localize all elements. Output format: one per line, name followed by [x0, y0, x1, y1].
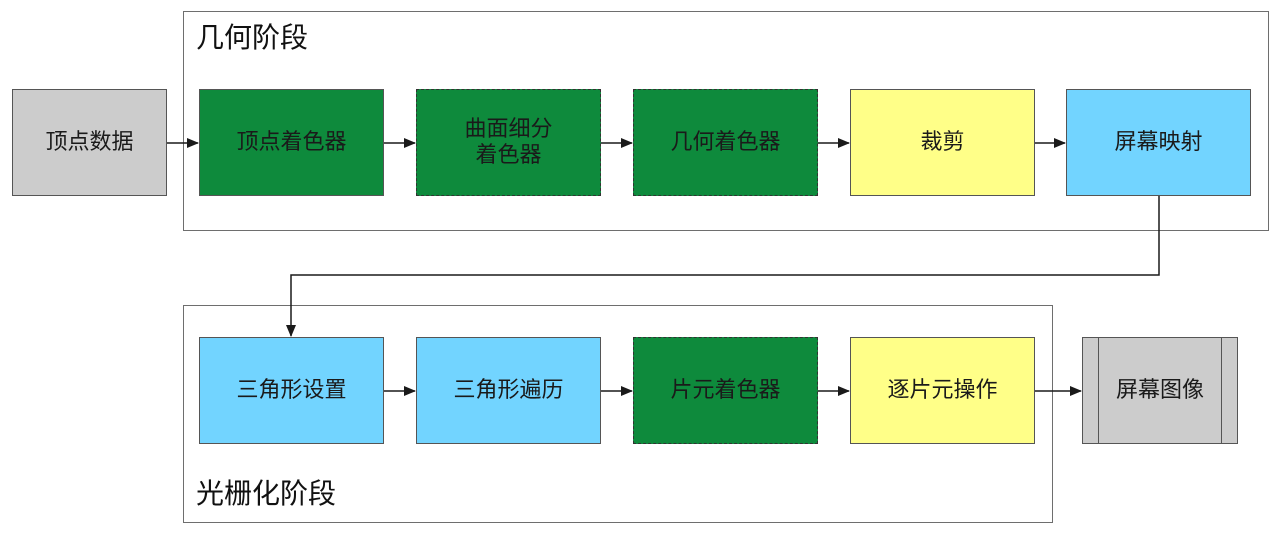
screen-mapping-node[interactable]: 屏幕映射: [1066, 89, 1251, 196]
screen-image-right-bar: [1221, 338, 1222, 443]
vertex-shader-node[interactable]: 顶点着色器: [199, 89, 384, 196]
fragment-shader-node[interactable]: 片元着色器: [633, 337, 818, 444]
geometry-shader-node[interactable]: 几何着色器: [633, 89, 818, 196]
screen-image-left-bar: [1098, 338, 1099, 443]
tessellation-shader-node[interactable]: 曲面细分 着色器: [416, 89, 601, 196]
vertex-data-label: 顶点数据: [45, 129, 134, 155]
per-fragment-ops-label: 逐片元操作: [887, 377, 998, 403]
fragment-shader-label: 片元着色器: [670, 377, 781, 403]
geometry-stage-title: 几何阶段: [196, 21, 309, 54]
screen-image-label: 屏幕图像: [1115, 377, 1204, 403]
triangle-setup-label: 三角形设置: [236, 377, 347, 403]
tessellation-shader-label: 曲面细分 着色器: [464, 116, 553, 168]
triangle-setup-node[interactable]: 三角形设置: [199, 337, 384, 444]
clipping-label: 裁剪: [920, 129, 965, 155]
vertex-shader-label: 顶点着色器: [236, 129, 347, 155]
raster-stage-title: 光栅化阶段: [196, 477, 337, 510]
arrow-screen-mapping-to-triangle-setup: [286, 196, 1160, 337]
clipping-node[interactable]: 裁剪: [850, 89, 1035, 196]
screen-image-node[interactable]: 屏幕图像: [1082, 337, 1238, 444]
per-fragment-ops-node[interactable]: 逐片元操作: [850, 337, 1035, 444]
vertex-data-node[interactable]: 顶点数据: [12, 89, 167, 196]
screen-mapping-label: 屏幕映射: [1114, 129, 1203, 155]
triangle-traversal-label: 三角形遍历: [453, 377, 564, 403]
geometry-shader-label: 几何着色器: [670, 129, 781, 155]
triangle-traversal-node[interactable]: 三角形遍历: [416, 337, 601, 444]
